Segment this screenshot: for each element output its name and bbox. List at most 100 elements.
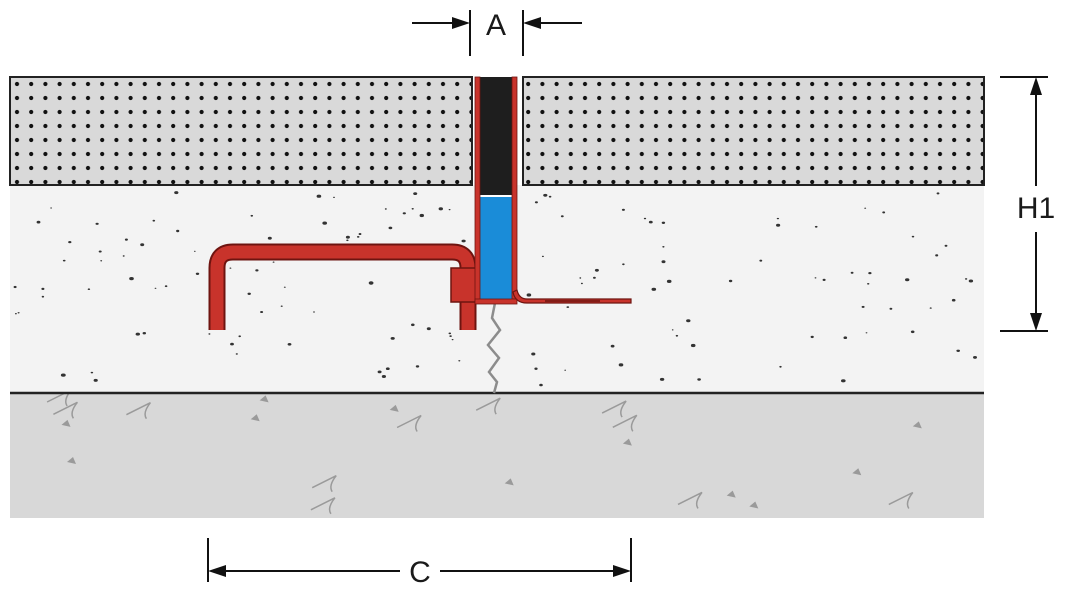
mortar-speck	[889, 307, 893, 310]
mortar-speck	[697, 378, 701, 381]
mortar-speck	[686, 319, 691, 323]
mortar-speck	[448, 332, 452, 335]
mortar-speck	[413, 192, 418, 196]
mortar-speck	[659, 377, 665, 381]
mortar-speck	[377, 370, 382, 374]
substrate-crack	[486, 302, 502, 394]
mortar-speck	[643, 217, 647, 220]
mortar-speck	[618, 363, 624, 367]
substrate-mark	[126, 402, 151, 420]
substrate-mark	[601, 400, 627, 418]
mortar-speck	[195, 272, 200, 275]
mortar-speck	[41, 287, 45, 290]
mortar-speck	[594, 268, 599, 272]
mortar-speck	[287, 343, 292, 346]
mortar-speck	[238, 335, 241, 338]
mortar-speck	[935, 254, 939, 257]
mortar-speck	[411, 208, 414, 210]
mortar-speck	[531, 352, 536, 356]
substrate-mark	[259, 395, 269, 403]
mortar-speck	[100, 260, 103, 262]
mortar-speck	[345, 235, 350, 239]
mortar-speck	[580, 282, 583, 285]
mortar-speck	[140, 243, 145, 247]
mortar-speck	[868, 272, 872, 275]
mortar-speck	[41, 295, 45, 298]
substrate-mark	[61, 419, 71, 427]
mortar-speck	[560, 215, 564, 218]
joint-insert-blue	[480, 195, 512, 303]
substrate-mark	[612, 414, 638, 432]
mortar-speck	[548, 195, 552, 198]
dimension-h1: H1	[1000, 76, 1055, 332]
tile-left	[9, 76, 473, 186]
mortar-speck	[541, 255, 544, 258]
mortar-speck	[810, 335, 814, 339]
mortar-speck	[68, 241, 72, 244]
dimension-h1-label: H1	[1017, 192, 1055, 225]
mortar-speck	[280, 305, 283, 307]
mortar-speck	[283, 286, 286, 288]
mortar-speck	[267, 236, 272, 240]
mortar-speck	[313, 311, 315, 313]
mortar-speck	[135, 332, 140, 336]
concrete-substrate	[10, 393, 984, 518]
substrate-mark	[67, 457, 76, 464]
anchor-leg-left-fill	[210, 245, 475, 330]
mortar-speck	[235, 353, 238, 355]
mortar-speck	[448, 209, 451, 211]
mortar-speck	[229, 267, 232, 269]
mortar-speck	[936, 192, 940, 195]
mortar-speck	[384, 208, 387, 210]
mortar-speck	[17, 312, 20, 314]
mortar-speck	[776, 223, 781, 227]
mortar-speck	[87, 288, 91, 291]
mortar-speck	[124, 238, 128, 241]
tile-right	[522, 76, 985, 186]
mortar-speck	[973, 356, 977, 359]
mortar-speck	[316, 194, 322, 198]
mortar-speck	[666, 279, 672, 283]
mortar-speck	[176, 229, 180, 233]
substrate-mark	[852, 468, 862, 476]
mortar-speck	[662, 246, 665, 248]
mortar-speck	[142, 332, 146, 335]
mortar-speck	[526, 293, 532, 297]
mortar-speck	[368, 281, 374, 285]
mortar-speck	[451, 339, 454, 341]
profile-wall-left	[474, 76, 481, 304]
mortar-speck	[929, 307, 932, 309]
mortar-speck	[419, 213, 424, 218]
mortar-speck	[968, 279, 974, 283]
mortar-speck	[250, 214, 254, 217]
mortar-speck	[864, 207, 867, 209]
mortar-speck	[843, 336, 848, 340]
mortar-speck	[865, 332, 868, 334]
anchor-clip	[450, 267, 477, 303]
profile-wall-right	[511, 76, 518, 300]
anchor-flange-right	[512, 289, 632, 304]
mortar-speck	[579, 277, 582, 279]
mortar-speck	[956, 349, 960, 352]
mortar-speck	[15, 313, 17, 315]
dimension-a-label: A	[486, 9, 506, 42]
mortar-speck	[260, 311, 264, 313]
mortar-speck	[98, 250, 102, 253]
substrate-mark	[912, 421, 922, 429]
mortar-speck	[661, 260, 666, 264]
mortar-speck	[411, 323, 415, 327]
substrate-mark	[311, 475, 337, 493]
substrate-texture	[46, 389, 922, 515]
mortar-speck	[438, 207, 443, 211]
mortar-speck	[534, 201, 538, 204]
mortar-speck	[247, 292, 251, 295]
mortar-speck	[449, 335, 452, 337]
mortar-speck	[50, 207, 52, 209]
dimension-a: A	[412, 9, 582, 56]
mortar-speck	[822, 278, 826, 281]
mortar-speck	[964, 278, 968, 280]
mortar-speck	[356, 236, 360, 238]
mortar-speck	[415, 365, 420, 368]
mortar-speck	[690, 343, 696, 348]
